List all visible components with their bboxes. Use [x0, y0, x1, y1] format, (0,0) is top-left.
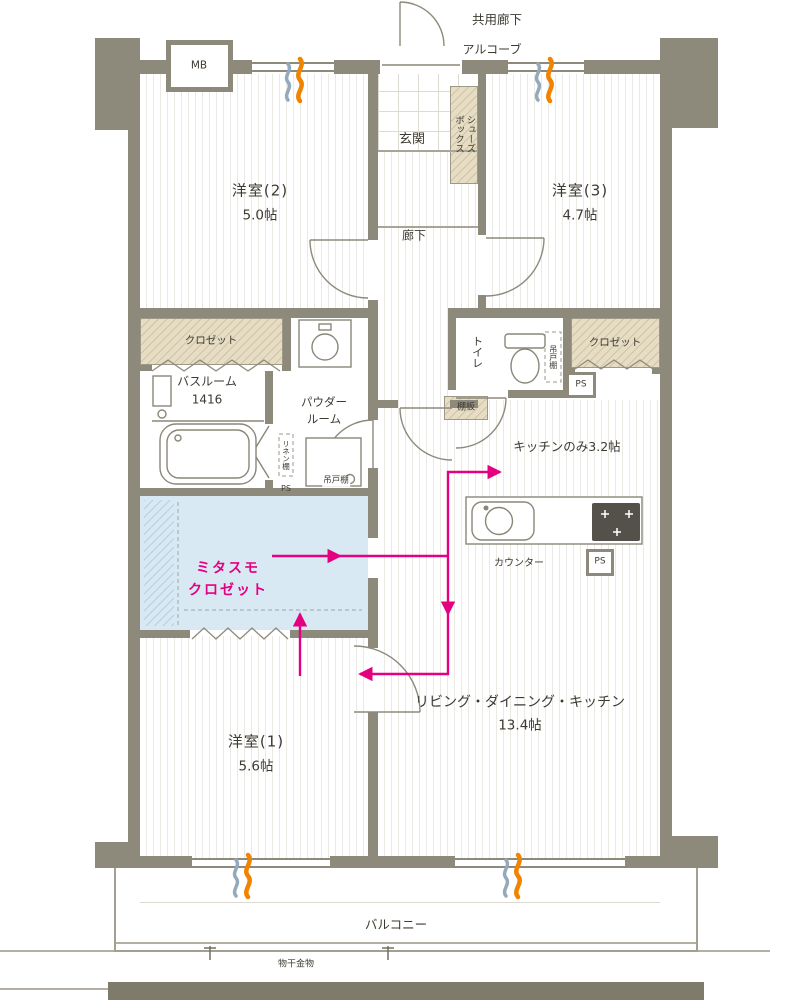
wall-right — [660, 128, 672, 858]
wall-segment — [368, 74, 378, 240]
balcony-rail-inner — [116, 942, 696, 944]
wall-left — [128, 60, 140, 868]
meter-box-label: MB — [190, 59, 208, 72]
neighbor-rail-left-1 — [0, 950, 114, 952]
closet-right-label: クロゼット — [588, 336, 642, 349]
ps-kitchen-label: PS — [594, 556, 606, 567]
wall-segment — [478, 295, 486, 308]
wall-pillar-top-right — [660, 38, 718, 128]
room1-name-label: 洋室(1) — [227, 732, 285, 751]
window-top-right — [508, 62, 584, 72]
room3-size-label: 4.7帖 — [562, 207, 598, 224]
wall-top-3 — [462, 60, 508, 74]
laundry-hardware-label: 物干金物 — [277, 959, 315, 970]
wall-bottom-2 — [330, 856, 455, 868]
room3-name-label: 洋室(3) — [551, 181, 609, 200]
wall-top-4 — [584, 60, 660, 74]
balcony-rail — [114, 868, 698, 952]
room2-size-label: 5.0帖 — [242, 207, 278, 224]
shoe-box-area — [450, 86, 478, 184]
wall-segment — [282, 365, 291, 371]
wall-segment — [265, 371, 273, 424]
mitasumo-shelf-hatch — [144, 500, 174, 626]
pipe-space-toilet — [566, 372, 596, 398]
wall-segment — [652, 368, 672, 374]
bathroom-name-label: バスルーム — [177, 374, 237, 389]
hallway-step-line — [378, 226, 478, 228]
wall-segment — [128, 308, 378, 318]
bathroom-size-label: 1416 — [191, 392, 223, 407]
powder-room-label-2: ルーム — [306, 411, 342, 426]
wall-segment — [128, 488, 378, 496]
common-corridor-label: 共用廊下 — [471, 12, 523, 28]
door-arc-entrance — [399, 1, 445, 47]
powder-room-label-1: パウダー — [301, 394, 347, 409]
wall-segment — [283, 318, 291, 371]
wall-segment — [378, 400, 398, 408]
bathroom-floor — [140, 371, 265, 496]
wall-segment — [368, 318, 378, 420]
wall-segment — [448, 308, 672, 318]
neighbor-rail-left-2 — [0, 988, 114, 990]
wall-segment — [368, 496, 378, 538]
entrance-threshold — [382, 64, 460, 66]
hanging-cupboard-toilet-label: 吊戸棚 — [548, 345, 558, 369]
closet-left-label: クロゼット — [184, 334, 238, 347]
wall-segment — [290, 630, 378, 638]
closet-left-area — [140, 318, 283, 365]
wall-bottom-1 — [128, 856, 192, 868]
mitasumo-closet-label-2: クロゼット — [188, 582, 268, 599]
shelf-board-label: 棚板 — [456, 402, 476, 413]
wall-top-2 — [334, 60, 380, 74]
ldk-floor — [378, 400, 660, 858]
window-bottom-left — [192, 858, 330, 868]
neighbor-rail-right — [698, 950, 770, 952]
pipe-space-kitchen — [586, 549, 614, 576]
wall-segment — [368, 300, 378, 308]
linen-shelf-label: リネン棚 — [281, 440, 291, 470]
wall-segment — [368, 468, 378, 496]
wall-segment — [508, 390, 571, 398]
hallway-floor-lower — [378, 308, 448, 400]
ldk-size-label: 13.4帖 — [498, 717, 542, 734]
balcony-floor-line — [140, 902, 660, 903]
entrance-step-line — [378, 150, 478, 152]
ldk-name-label: リビング・ダイニング・キッチン — [415, 694, 625, 711]
wall-segment — [478, 74, 486, 235]
wall-segment — [128, 365, 152, 371]
ps-toilet-label: PS — [575, 379, 587, 390]
wall-bottom-3 — [625, 856, 672, 868]
room2-name-label: 洋室(2) — [231, 181, 289, 200]
mitasumo-closet-label-1: ミタスモ — [196, 560, 260, 577]
alcove-label: アルコーブ — [462, 42, 522, 57]
room1-size-label: 5.6帖 — [238, 758, 274, 775]
entrance-label: 玄関 — [398, 131, 426, 147]
hallway-label: 廊下 — [401, 228, 427, 243]
kitchen-only-label: キッチンのみ3.2帖 — [513, 439, 621, 455]
room-western-1-floor — [140, 636, 368, 858]
balcony-label: バルコニー — [364, 917, 428, 933]
wall-segment — [563, 318, 571, 398]
shoe-box-label: シューズボックス — [453, 115, 476, 153]
counter-label: カウンター — [494, 557, 544, 569]
window-bottom-right — [455, 858, 625, 868]
building-edge-strip — [108, 982, 704, 1000]
ps-powder-label: PS — [281, 484, 291, 493]
meter-box — [166, 40, 233, 92]
toilet-label: トイレ — [470, 335, 484, 369]
wall-segment — [563, 368, 575, 374]
wall-segment — [368, 712, 378, 858]
wall-segment — [448, 318, 456, 390]
wall-segment — [128, 630, 190, 638]
hanging-cupboard-powder-label: 吊戸棚 — [322, 475, 350, 487]
window-top-left — [252, 62, 334, 72]
